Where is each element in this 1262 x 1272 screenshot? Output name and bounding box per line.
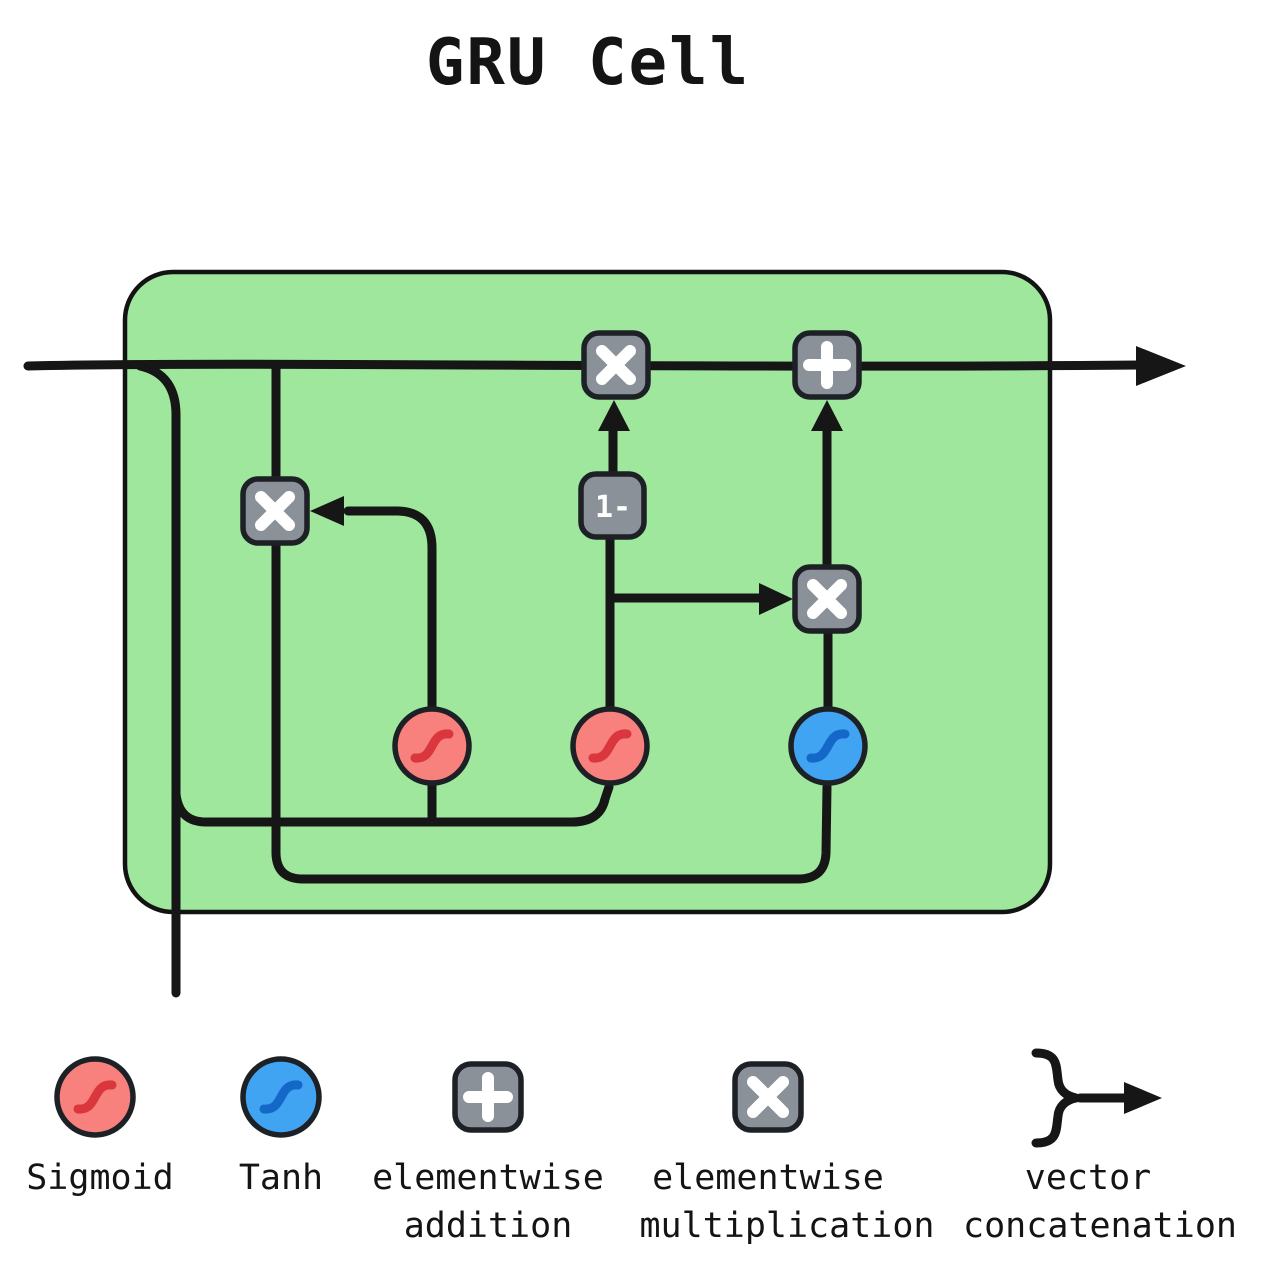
- reset-gate-line: [343, 506, 437, 714]
- merge-arrowhead: [1124, 1082, 1162, 1114]
- legend-item-addition: elementwise addition: [372, 1061, 604, 1246]
- input-bottom-line: [171, 782, 614, 827]
- legend-sigmoid-label: Sigmoid: [26, 1158, 174, 1198]
- multiply-icon: [807, 579, 847, 619]
- multiply-icon: [596, 345, 636, 385]
- tanh-gate-candidate: [788, 706, 868, 786]
- legend-item-concatenation: vector concatenation: [963, 1048, 1237, 1246]
- sigmoid-curve-icon: [410, 729, 454, 763]
- multiply-icon: [255, 491, 295, 531]
- wires: [23, 346, 1186, 998]
- one-minus-label: 1-: [595, 490, 631, 525]
- reset-gate-arrowhead: [310, 496, 344, 526]
- diagram-title: GRU Cell: [426, 26, 750, 100]
- one-minus-node: 1-: [578, 471, 647, 540]
- tanh-curve-icon: [259, 1080, 303, 1114]
- sigmoid-curve-icon: [588, 729, 632, 763]
- multiply-node-update: [792, 564, 862, 634]
- plus-icon: [463, 1072, 513, 1122]
- update-branch-arrowhead: [759, 583, 793, 615]
- reset-output-line: [271, 539, 832, 884]
- legend-addition-label-line1: elementwise: [372, 1158, 604, 1198]
- legend-item-multiplication: elementwise multiplication: [639, 1061, 935, 1246]
- multiply-icon: [747, 1076, 789, 1118]
- legend-item-tanh: Tanh: [239, 1056, 323, 1198]
- plus-icon: [803, 341, 851, 389]
- legend-concatenation-label-line1: vector: [1025, 1158, 1151, 1198]
- legend-addition-label-line2: addition: [404, 1206, 573, 1246]
- input-branch-line: [135, 361, 181, 998]
- output-arrowhead: [1136, 346, 1186, 386]
- tanh-curve-icon: [806, 729, 850, 763]
- sigmoid-gate-reset: [392, 706, 472, 786]
- legend-tanh-label: Tanh: [239, 1158, 323, 1198]
- candidate-arrowhead: [811, 400, 843, 431]
- multiply-node-reset: [240, 476, 310, 546]
- add-node: [792, 330, 862, 400]
- multiply-node-top: [581, 330, 651, 400]
- sigmoid-curve-icon: [73, 1080, 117, 1114]
- legend-concatenation-label-line2: concatenation: [963, 1206, 1237, 1246]
- merge-arrow-icon: [1031, 1048, 1081, 1148]
- legend: Sigmoid Tanh elementwise addition elemen…: [26, 1048, 1237, 1246]
- one-minus-arrowhead: [598, 400, 630, 431]
- legend-multiplication-label-line1: elementwise: [652, 1158, 884, 1198]
- sigmoid-gate-update: [570, 706, 650, 786]
- one-minus-node-box: [578, 471, 647, 540]
- legend-multiplication-label-line2: multiplication: [639, 1206, 934, 1246]
- legend-item-sigmoid: Sigmoid: [26, 1056, 174, 1198]
